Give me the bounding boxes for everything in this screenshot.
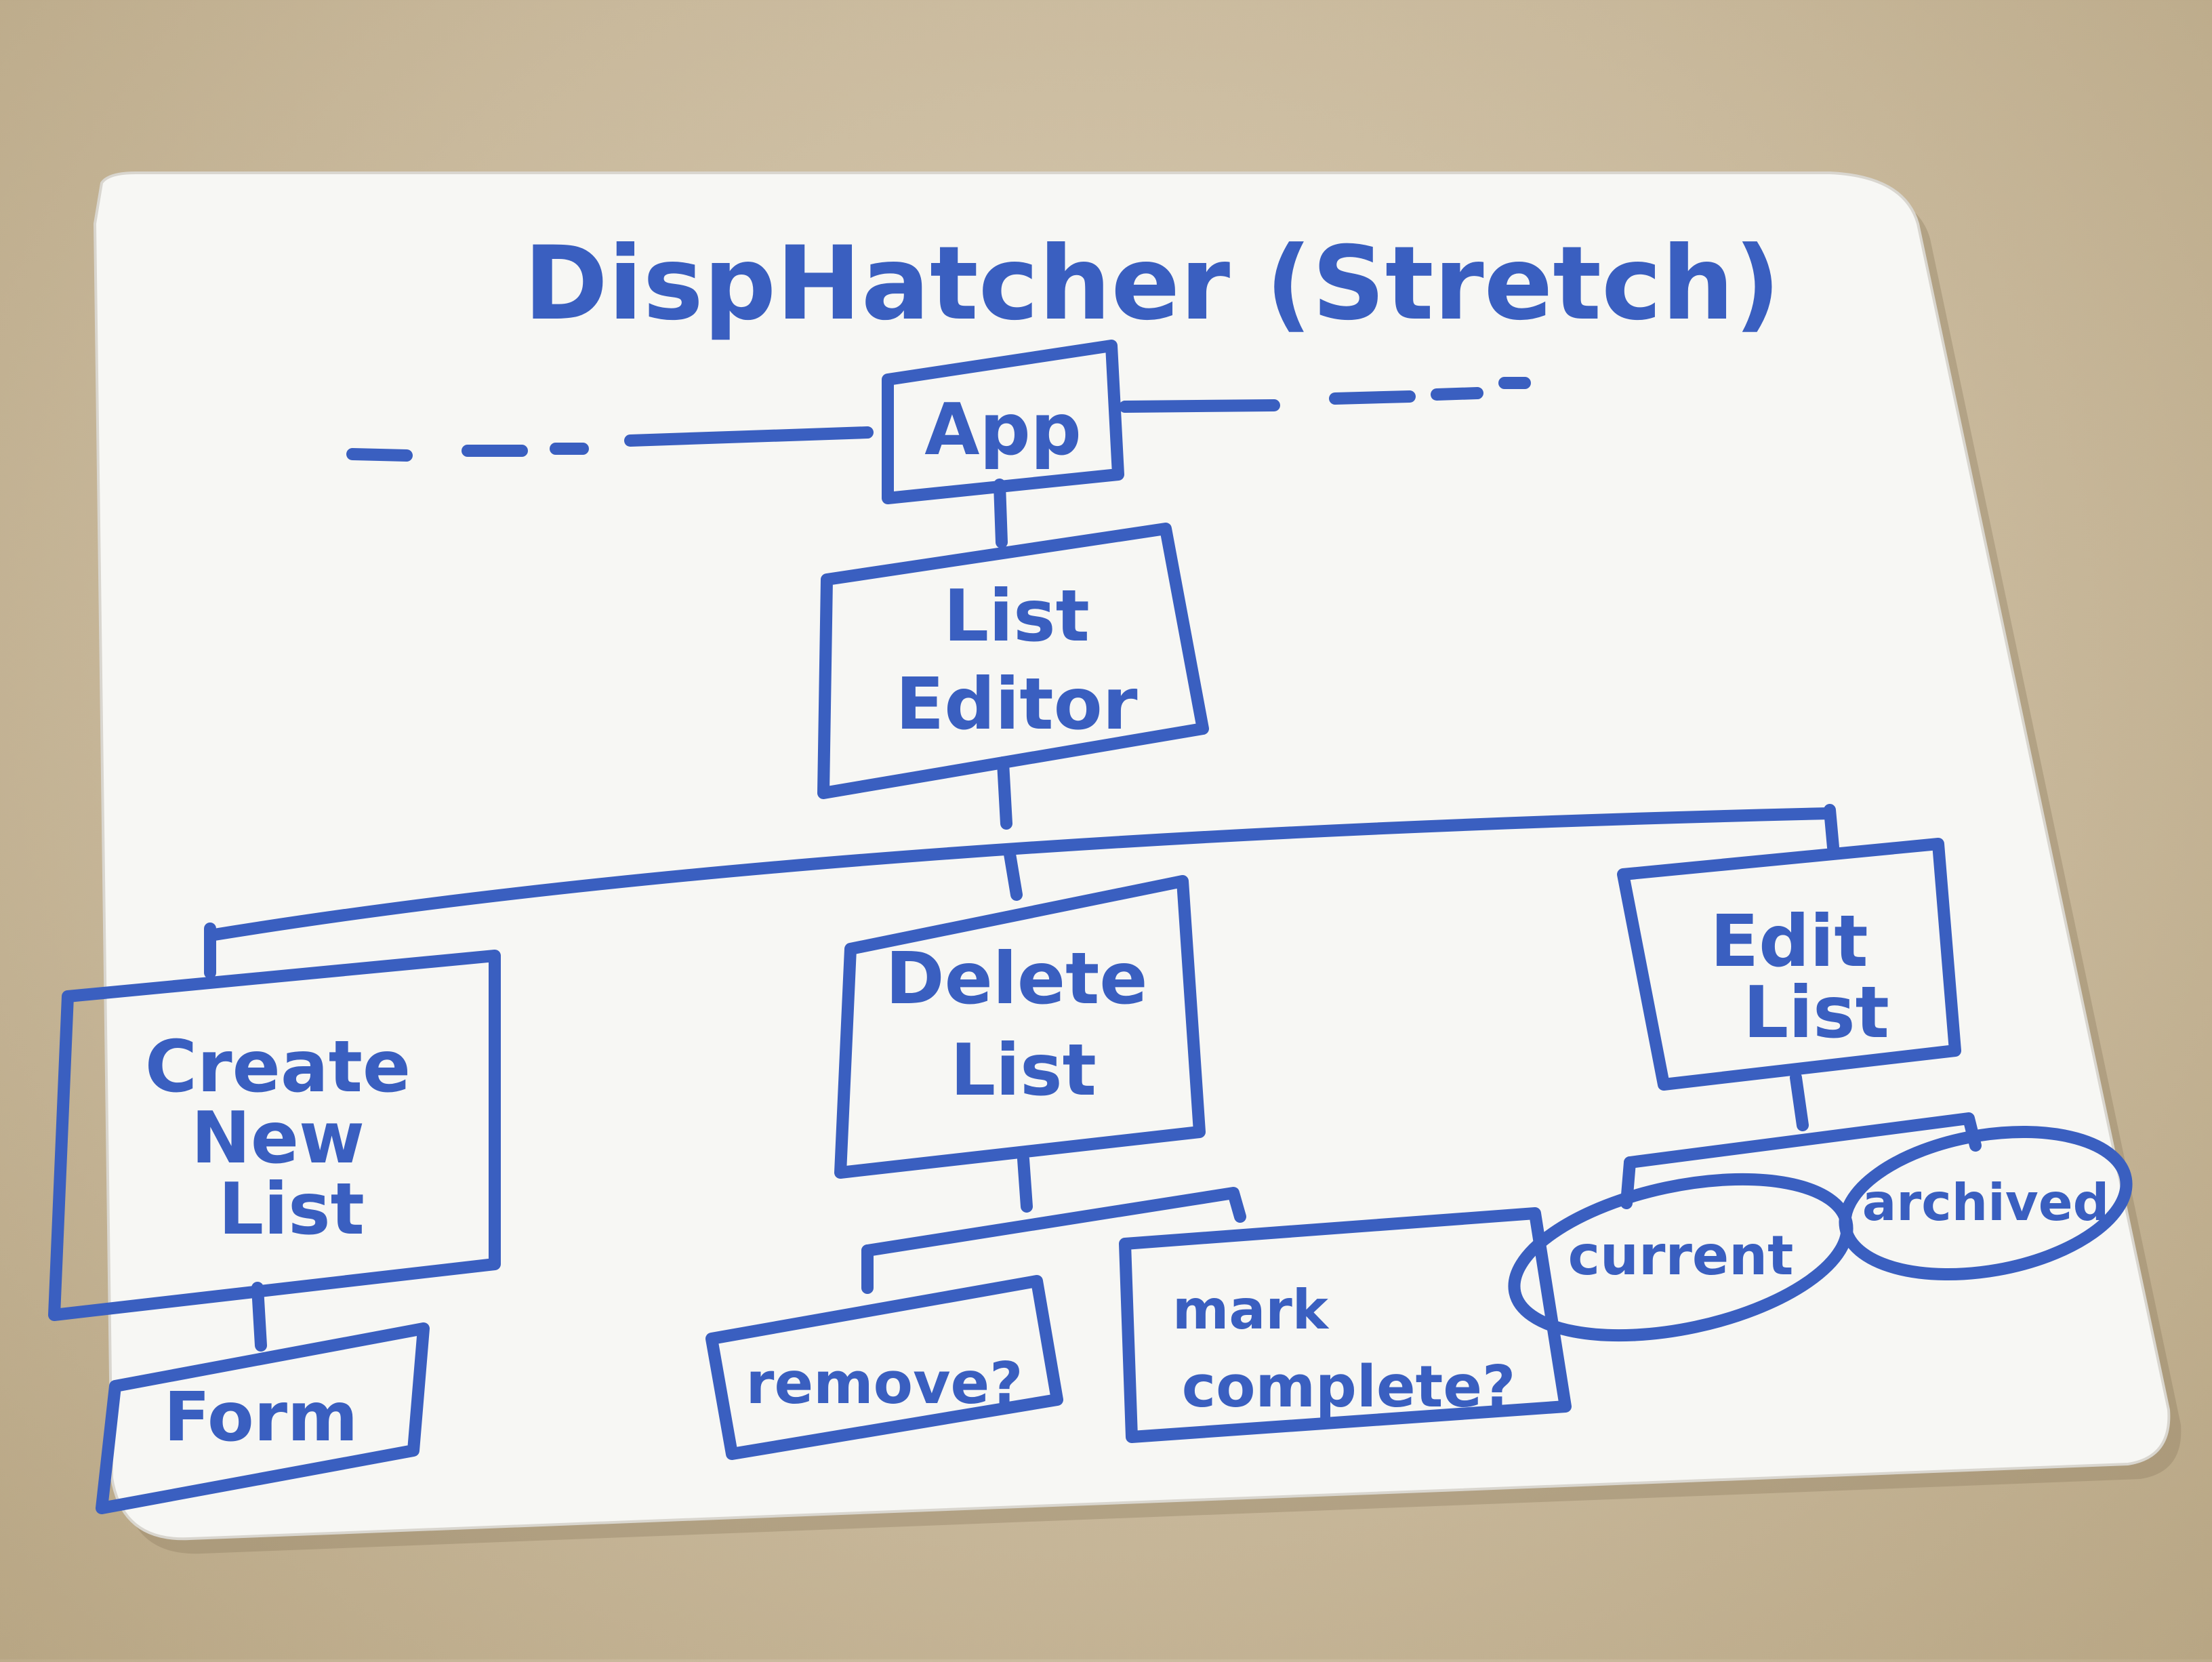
node-label-mark-line1: mark bbox=[1172, 1278, 1330, 1341]
link-create-form bbox=[251, 1282, 267, 1352]
list-editor-box bbox=[817, 523, 1209, 799]
node-label-edit-line1: Edit bbox=[1710, 900, 1868, 983]
node-label-create-line1: Create bbox=[145, 1026, 411, 1108]
link-edit-down bbox=[1790, 1072, 1809, 1131]
create-new-list-box bbox=[48, 950, 501, 1321]
link-list-editor-bus bbox=[997, 756, 1012, 830]
node-label-delete-line1: Delete bbox=[886, 937, 1148, 1020]
diagram-ink bbox=[48, 340, 2133, 1514]
mark-complete-box bbox=[1119, 1207, 1572, 1443]
edit-list-box bbox=[1617, 838, 1961, 1091]
dashed-connector-right bbox=[1329, 377, 1531, 405]
link-delete-down bbox=[1017, 1153, 1033, 1213]
form-box bbox=[96, 1322, 430, 1514]
diagram-title: DispHatcher (Stretch) bbox=[524, 225, 1781, 343]
diagram-labels: DispHatcher (Stretch) App List Editor Cr… bbox=[145, 225, 2109, 1457]
node-label-app: App bbox=[924, 388, 1082, 471]
link-app-list-editor bbox=[994, 479, 1008, 548]
node-label-current: current bbox=[1568, 1224, 1794, 1287]
delete-list-box bbox=[834, 875, 1206, 1179]
delete-children-bar bbox=[861, 1187, 1246, 1257]
dashed-connector-left bbox=[346, 443, 589, 462]
archived-ellipse bbox=[1839, 1125, 2133, 1281]
remove-box bbox=[705, 1275, 1063, 1460]
connector-left bbox=[624, 426, 874, 447]
node-label-archived: archived bbox=[1862, 1173, 2110, 1232]
node-label-list-editor-line1: List bbox=[943, 575, 1090, 657]
bus-drop-delete bbox=[1004, 848, 1023, 901]
node-label-create-line2: New bbox=[191, 1097, 365, 1179]
node-label-edit-line2: List bbox=[1743, 971, 1889, 1054]
node-label-list-editor-line2: Editor bbox=[896, 663, 1138, 746]
node-label-remove: remove? bbox=[746, 1350, 1023, 1417]
bus-line bbox=[204, 807, 1836, 941]
node-label-create-line3: List bbox=[218, 1168, 365, 1251]
node-label-form: Form bbox=[164, 1377, 358, 1457]
connector-right bbox=[1119, 399, 1280, 413]
node-label-delete-line2: List bbox=[950, 1029, 1097, 1112]
app-box bbox=[882, 340, 1124, 504]
node-label-mark-line2: complete? bbox=[1182, 1354, 1516, 1421]
bus-drop-edit bbox=[1824, 804, 1839, 853]
